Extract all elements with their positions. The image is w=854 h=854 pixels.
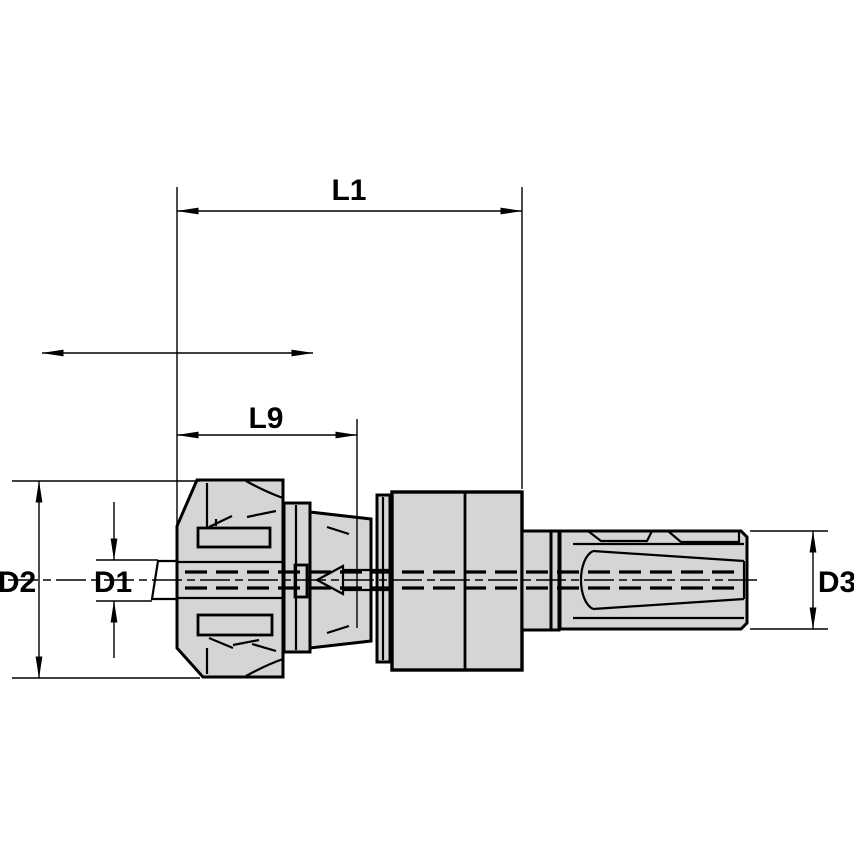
internal-taper-nose [580,550,594,610]
dimension-d1: D1 [94,502,158,658]
tool-holder-body [8,478,757,679]
nut-detail-slant-1 [208,515,233,528]
internal-taper-bottom [592,597,745,611]
dimension-l1: L1 [176,174,523,526]
nut-detail-slant-2 [246,509,277,519]
dimension-d2: D2 [0,480,200,679]
cylinder-body [390,490,524,672]
taper-detail-top [326,525,350,536]
shank-notch-2 [667,530,741,544]
nut-curve-bottom [245,657,284,677]
taper-section [308,510,373,650]
dimension-annotations: L1 L9 D2 D1 [0,174,854,679]
collet-back-end [293,563,309,599]
nut-detail-slant-5 [251,642,277,653]
nut-wrench-slot-bottom [196,613,274,637]
nut-detail-slant-3 [208,636,234,650]
nut-curve-top [245,480,284,500]
nut-wrench-slot-top [196,526,272,549]
internal-taper-top [592,549,745,563]
d2-label: D2 [0,566,36,599]
l1-label: L1 [331,174,366,207]
d1-label: D1 [94,566,132,599]
dimension-l9: L9 [176,402,358,628]
shank-notch-1 [587,530,653,543]
nut-detail-slant-4 [232,638,260,647]
taper-detail-bottom [326,624,350,635]
d3-label: D3 [818,566,854,599]
dimension-d3: D3 [750,530,854,630]
l9-label: L9 [248,402,283,435]
